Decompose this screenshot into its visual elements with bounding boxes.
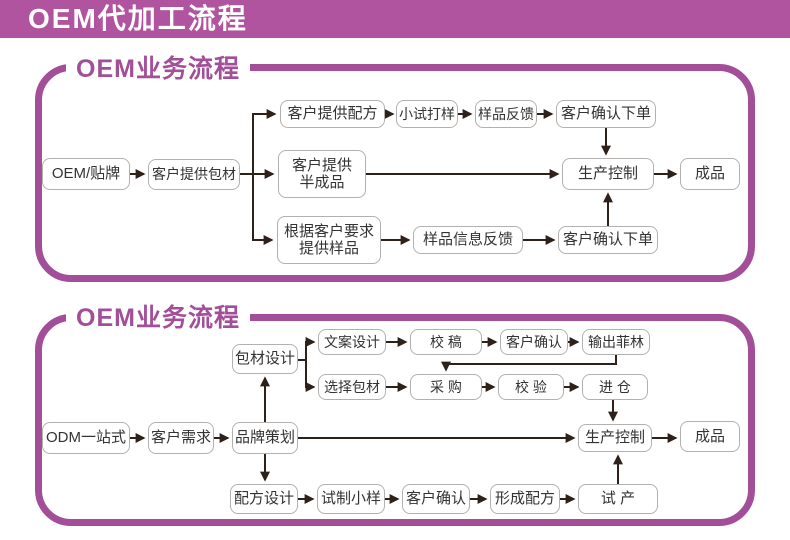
node-warehousing: 进 仓 — [582, 374, 648, 400]
node-proofreading: 校 稿 — [410, 329, 482, 355]
node-customer-need: 客户需求 — [148, 422, 214, 454]
node-purchasing: 采 购 — [410, 374, 482, 400]
panel2-header: OEM业务流程 — [66, 303, 250, 333]
node-trial-production: 试 产 — [578, 484, 658, 514]
node-select-packaging: 选择包材 — [318, 374, 386, 400]
page-title: OEM代加工流程 — [28, 3, 248, 34]
node-customer-confirm-1: 客户确认 — [500, 329, 568, 355]
node-customer-confirm-2: 客户确认 — [402, 484, 470, 514]
panel1-header: OEM业务流程 — [66, 54, 250, 84]
node-provide-packaging: 客户提供包材 — [148, 159, 240, 190]
node-packaging-design: 包材设计 — [232, 344, 298, 374]
node-confirm-order-1: 客户确认下单 — [556, 100, 656, 128]
node-copy-design: 文案设计 — [318, 329, 386, 355]
node-small-trial: 小试打样 — [396, 100, 458, 128]
title-bar: OEM代加工流程 — [0, 0, 790, 38]
node-finished-1: 成品 — [680, 158, 740, 190]
node-production-control-1: 生产控制 — [562, 158, 654, 190]
node-finished-2: 成品 — [680, 421, 740, 452]
panel-oem-flow-2 — [35, 314, 755, 526]
node-label-line2: 半成品 — [299, 174, 345, 191]
node-sample-per-request: 根据客户要求 提供样品 — [277, 216, 381, 264]
node-confirm-order-2: 客户确认下单 — [558, 226, 658, 254]
node-production-control-2: 生产控制 — [578, 424, 652, 452]
node-sample-info-feedback: 样品信息反馈 — [413, 226, 523, 254]
node-odm-one-stop: ODM一站式 — [42, 422, 130, 454]
panel-oem-flow-1 — [35, 64, 755, 282]
node-formula-design: 配方设计 — [230, 484, 298, 514]
node-provide-semi-finished: 客户提供 半成品 — [278, 150, 366, 198]
node-provide-formula: 客户提供配方 — [280, 100, 385, 128]
node-film-output: 输出菲林 — [582, 329, 650, 355]
node-sample-feedback: 样品反馈 — [475, 100, 537, 128]
node-label-line1: 根据客户要求 — [283, 222, 374, 240]
node-label-line1: 客户提供 — [291, 156, 352, 174]
node-label-line2: 提供样品 — [298, 240, 359, 257]
node-form-formula: 形成配方 — [490, 484, 560, 514]
node-verification: 校 验 — [498, 374, 564, 400]
node-brand-planning: 品牌策划 — [232, 422, 298, 454]
node-oem-private-label: OEM/贴牌 — [42, 158, 130, 190]
node-trial-sample: 试制小样 — [317, 484, 385, 514]
